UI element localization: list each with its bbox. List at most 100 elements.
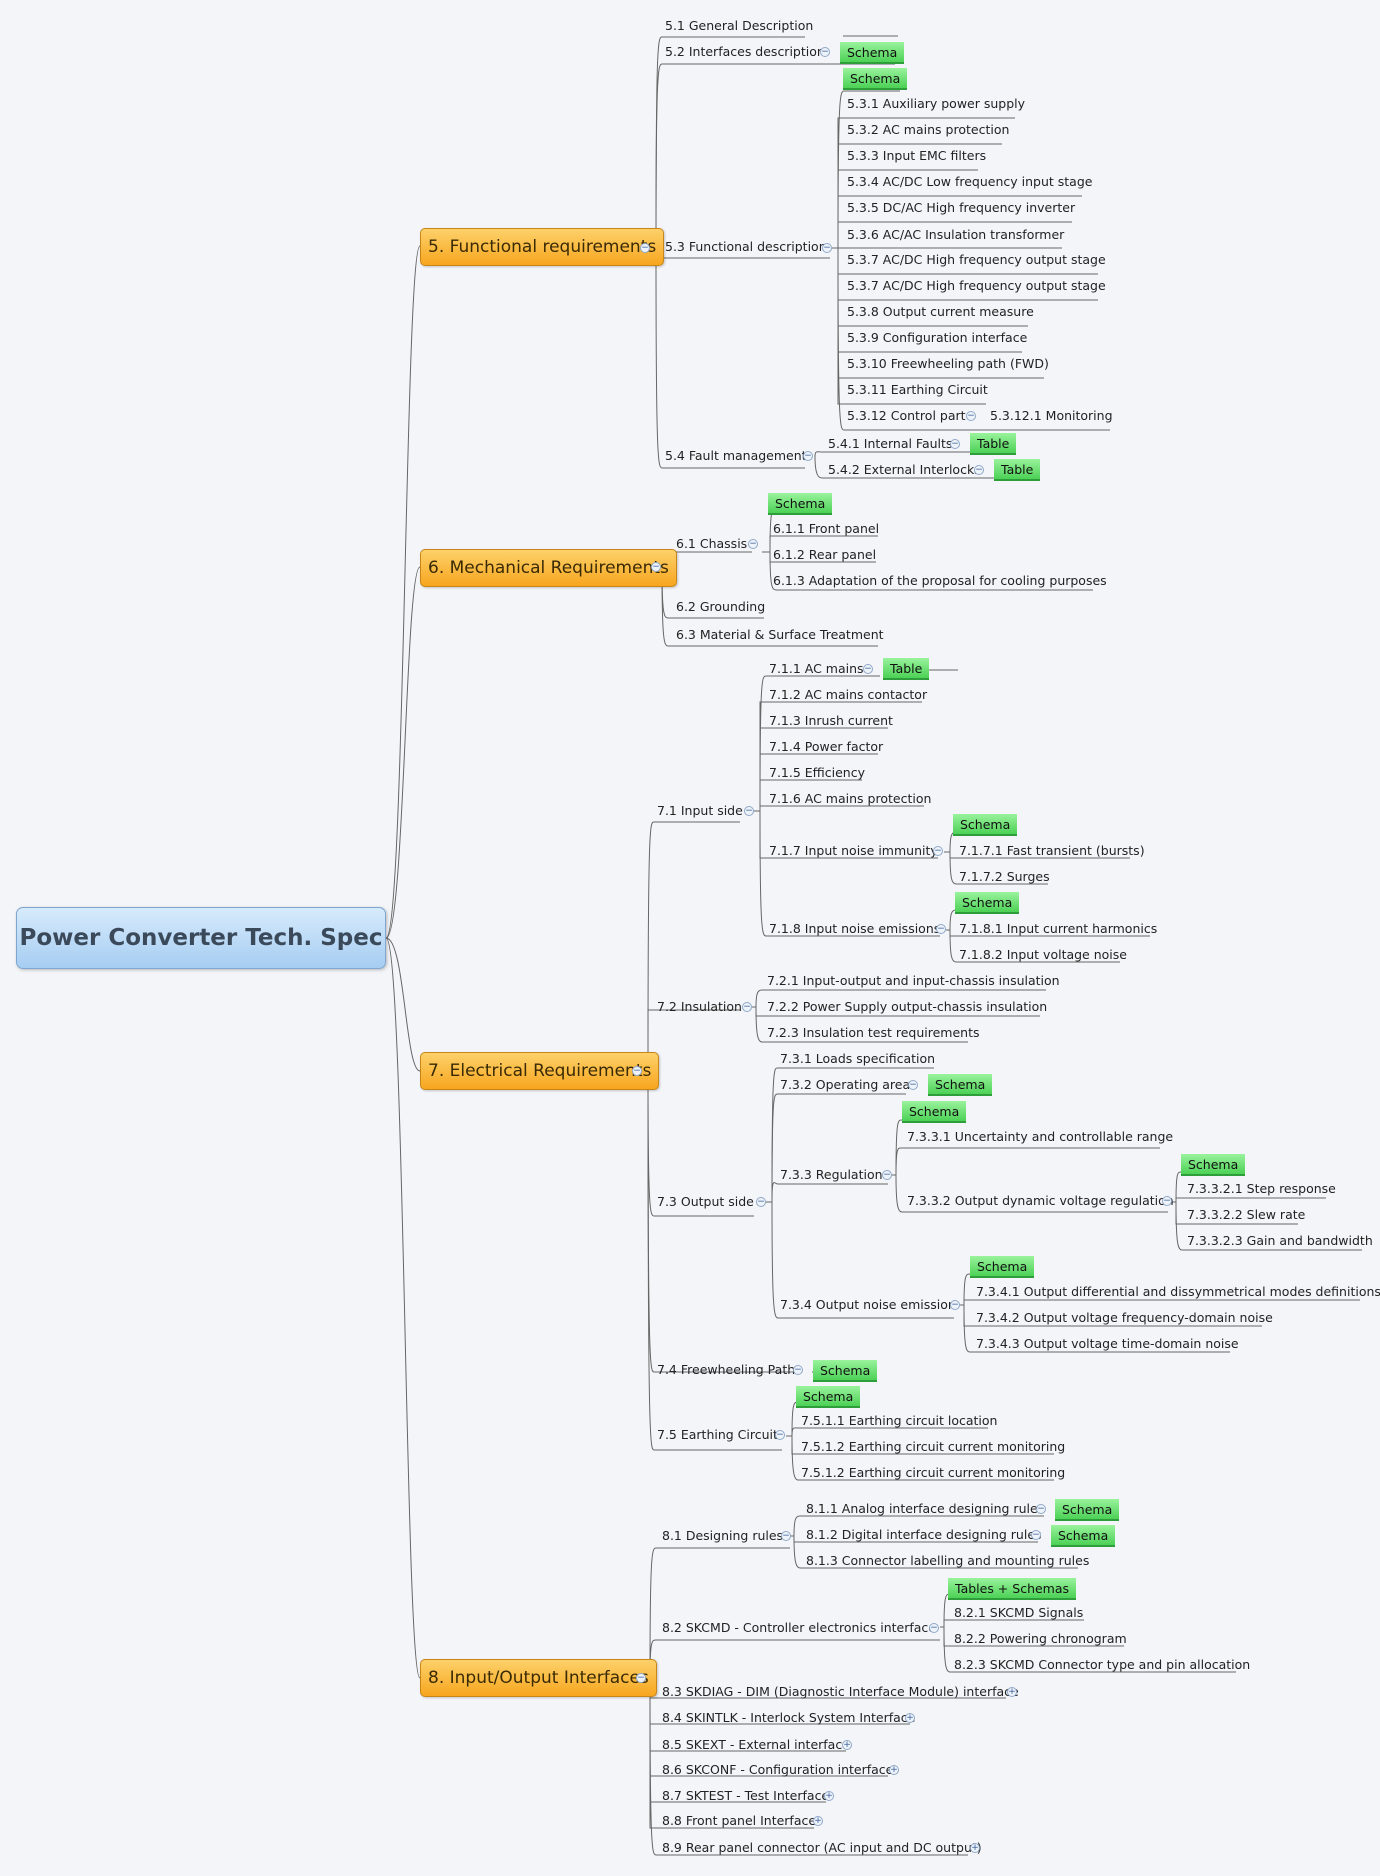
- topic-5-3-11[interactable]: 5.3.11 Earthing Circuit: [847, 382, 988, 397]
- topic-8-1[interactable]: 8.1 Designing rules: [662, 1528, 784, 1543]
- expand-toggle-icon[interactable]: +: [824, 1791, 834, 1801]
- table-tag[interactable]: Table: [994, 459, 1041, 481]
- section-5-functional-requirements[interactable]: 5. Functional requirements: [420, 228, 665, 266]
- schema-tag[interactable]: Schema: [768, 493, 833, 515]
- topic-7-1-3[interactable]: 7.1.3 Inrush current: [769, 713, 893, 728]
- collapse-toggle-icon[interactable]: −: [651, 562, 661, 572]
- topic-8-5[interactable]: 8.5 SKEXT - External interface: [662, 1737, 850, 1752]
- topic-7-2-3[interactable]: 7.2.3 Insulation test requirements: [767, 1025, 980, 1040]
- expand-toggle-icon[interactable]: +: [1007, 1687, 1017, 1697]
- schema-tag[interactable]: Schema: [1181, 1154, 1246, 1176]
- collapse-toggle-icon[interactable]: −: [636, 1673, 646, 1683]
- topic-8-8[interactable]: 8.8 Front panel Interface: [662, 1813, 817, 1828]
- schema-tag[interactable]: Schema: [840, 42, 905, 64]
- collapse-toggle-icon[interactable]: −: [882, 1170, 892, 1180]
- topic-7-3-4[interactable]: 7.3.4 Output noise emission: [780, 1297, 956, 1312]
- topic-7-2-1[interactable]: 7.2.1 Input-output and input-chassis ins…: [767, 973, 1060, 988]
- topic-5-3-7[interactable]: 5.3.7 AC/DC High frequency output stage: [847, 278, 1106, 293]
- topic-7-3-3-1[interactable]: 7.3.3.1 Uncertainty and controllable ran…: [907, 1129, 1174, 1144]
- topic-6-1-1[interactable]: 6.1.1 Front panel: [773, 521, 880, 536]
- expand-toggle-icon[interactable]: +: [889, 1765, 899, 1775]
- collapse-toggle-icon[interactable]: −: [640, 243, 650, 253]
- topic-8-4[interactable]: 8.4 SKINTLK - Interlock System Interface: [662, 1710, 916, 1725]
- topic-7-1-7[interactable]: 7.1.7 Input noise immunity: [769, 843, 938, 858]
- topic-7-2-2[interactable]: 7.2.2 Power Supply output-chassis insula…: [767, 999, 1048, 1014]
- topic-8-7[interactable]: 8.7 SKTEST - Test Interface: [662, 1788, 830, 1803]
- table-tag[interactable]: Table: [970, 433, 1017, 455]
- collapse-toggle-icon[interactable]: −: [803, 451, 813, 461]
- topic-8-6[interactable]: 8.6 SKCONF - Configuration interface: [662, 1762, 894, 1777]
- topic-8-2-1[interactable]: 8.2.1 SKCMD Signals: [954, 1605, 1084, 1620]
- root-topic[interactable]: Power Converter Tech. Spec: [16, 907, 386, 969]
- collapse-toggle-icon[interactable]: −: [936, 924, 946, 934]
- topic-5-4[interactable]: 5.4 Fault management: [665, 448, 807, 463]
- topic-7-3-3-2-2[interactable]: 7.3.3.2.2 Slew rate: [1187, 1207, 1306, 1222]
- topic-5-1[interactable]: 5.1 General Description: [665, 18, 814, 33]
- topic-5-3-12-1[interactable]: 5.3.12.1 Monitoring: [990, 408, 1113, 423]
- schema-tag[interactable]: Schema: [843, 68, 908, 90]
- collapse-toggle-icon[interactable]: −: [742, 1002, 752, 1012]
- topic-5-3-12[interactable]: 5.3.12 Control part: [847, 408, 966, 423]
- schema-tag[interactable]: Schema: [902, 1101, 967, 1123]
- topic-8-1-2[interactable]: 8.1.2 Digital interface designing rules: [806, 1527, 1042, 1542]
- topic-7-1-2[interactable]: 7.1.2 AC mains contactor: [769, 687, 928, 702]
- topic-8-2-2[interactable]: 8.2.2 Powering chronogram: [954, 1631, 1127, 1646]
- topic-7-5-1-2[interactable]: 7.5.1.2 Earthing circuit current monitor…: [801, 1439, 1066, 1454]
- schema-tag[interactable]: Schema: [1051, 1525, 1116, 1547]
- collapse-toggle-icon[interactable]: −: [781, 1531, 791, 1541]
- topic-5-3-1[interactable]: 5.3.1 Auxiliary power supply: [847, 96, 1026, 111]
- expand-toggle-icon[interactable]: +: [842, 1740, 852, 1750]
- table-tag[interactable]: Table: [883, 658, 930, 680]
- topic-5-3-6[interactable]: 5.3.6 AC/AC Insulation transformer: [847, 227, 1065, 242]
- collapse-toggle-icon[interactable]: −: [933, 846, 943, 856]
- topic-7-1-7-1[interactable]: 7.1.7.1 Fast transient (bursts): [959, 843, 1145, 858]
- topic-7-1[interactable]: 7.1 Input side: [657, 803, 743, 818]
- collapse-toggle-icon[interactable]: −: [1036, 1504, 1046, 1514]
- topic-7-1-1[interactable]: 7.1.1 AC mains: [769, 661, 864, 676]
- collapse-toggle-icon[interactable]: −: [820, 47, 830, 57]
- topic-7-3-3-2-3[interactable]: 7.3.3.2.3 Gain and bandwidth: [1187, 1233, 1373, 1248]
- topic-6-1-3[interactable]: 6.1.3 Adaptation of the proposal for coo…: [773, 573, 1107, 588]
- topic-6-2[interactable]: 6.2 Grounding: [676, 599, 766, 614]
- collapse-toggle-icon[interactable]: −: [1162, 1196, 1172, 1206]
- topic-5-3-2[interactable]: 5.3.2 AC mains protection: [847, 122, 1010, 137]
- topic-5-3-5[interactable]: 5.3.5 DC/AC High frequency inverter: [847, 200, 1076, 215]
- collapse-toggle-icon[interactable]: −: [863, 664, 873, 674]
- topic-5-3-9[interactable]: 5.3.9 Configuration interface: [847, 330, 1028, 345]
- collapse-toggle-icon[interactable]: −: [775, 1430, 785, 1440]
- collapse-toggle-icon[interactable]: −: [974, 465, 984, 475]
- topic-7-3-4-1[interactable]: 7.3.4.1 Output differential and dissymme…: [976, 1284, 1380, 1299]
- collapse-toggle-icon[interactable]: −: [744, 806, 754, 816]
- collapse-toggle-icon[interactable]: −: [908, 1080, 918, 1090]
- topic-7-2[interactable]: 7.2 Insulation: [657, 999, 742, 1014]
- topic-7-3-3[interactable]: 7.3.3 Regulation: [780, 1167, 883, 1182]
- collapse-toggle-icon[interactable]: −: [793, 1365, 803, 1375]
- schema-tag[interactable]: Schema: [928, 1074, 993, 1096]
- topic-5-3[interactable]: 5.3 Functional description: [665, 239, 827, 254]
- collapse-toggle-icon[interactable]: −: [966, 411, 976, 421]
- topic-8-2[interactable]: 8.2 SKCMD - Controller electronics inter…: [662, 1620, 936, 1635]
- topic-5-4-1[interactable]: 5.4.1 Internal Faults: [828, 436, 953, 451]
- topic-5-3-10[interactable]: 5.3.10 Freewheeling path (FWD): [847, 356, 1049, 371]
- topic-7-1-6[interactable]: 7.1.6 AC mains protection: [769, 791, 932, 806]
- topic-7-1-8[interactable]: 7.1.8 Input noise emissions: [769, 921, 941, 936]
- topic-7-5-1-2[interactable]: 7.5.1.2 Earthing circuit current monitor…: [801, 1465, 1066, 1480]
- collapse-toggle-icon[interactable]: −: [748, 539, 758, 549]
- topic-7-3-4-3[interactable]: 7.3.4.3 Output voltage time-domain noise: [976, 1336, 1239, 1351]
- collapse-toggle-icon[interactable]: −: [950, 439, 960, 449]
- section-8-io-interfaces[interactable]: 8. Input/Output Interfaces: [420, 1659, 657, 1697]
- topic-5-3-8[interactable]: 5.3.8 Output current measure: [847, 304, 1034, 319]
- topic-7-3-4-2[interactable]: 7.3.4.2 Output voltage frequency-domain …: [976, 1310, 1273, 1325]
- topic-5-3-3[interactable]: 5.3.3 Input EMC filters: [847, 148, 987, 163]
- topic-8-1-3[interactable]: 8.1.3 Connector labelling and mounting r…: [806, 1553, 1090, 1568]
- section-7-electrical-requirements[interactable]: 7. Electrical Requirements: [420, 1052, 660, 1090]
- collapse-toggle-icon[interactable]: −: [950, 1300, 960, 1310]
- collapse-toggle-icon[interactable]: −: [632, 1066, 642, 1076]
- schema-tag[interactable]: Schema: [955, 892, 1020, 914]
- topic-7-1-8-2[interactable]: 7.1.8.2 Input voltage noise: [959, 947, 1127, 962]
- expand-toggle-icon[interactable]: +: [813, 1816, 823, 1826]
- topic-8-1-1[interactable]: 8.1.1 Analog interface designing rules: [806, 1501, 1045, 1516]
- topic-5-4-2[interactable]: 5.4.2 External Interlocks: [828, 462, 981, 477]
- topic-8-2-3[interactable]: 8.2.3 SKCMD Connector type and pin alloc…: [954, 1657, 1251, 1672]
- schema-tag[interactable]: Schema: [813, 1360, 878, 1382]
